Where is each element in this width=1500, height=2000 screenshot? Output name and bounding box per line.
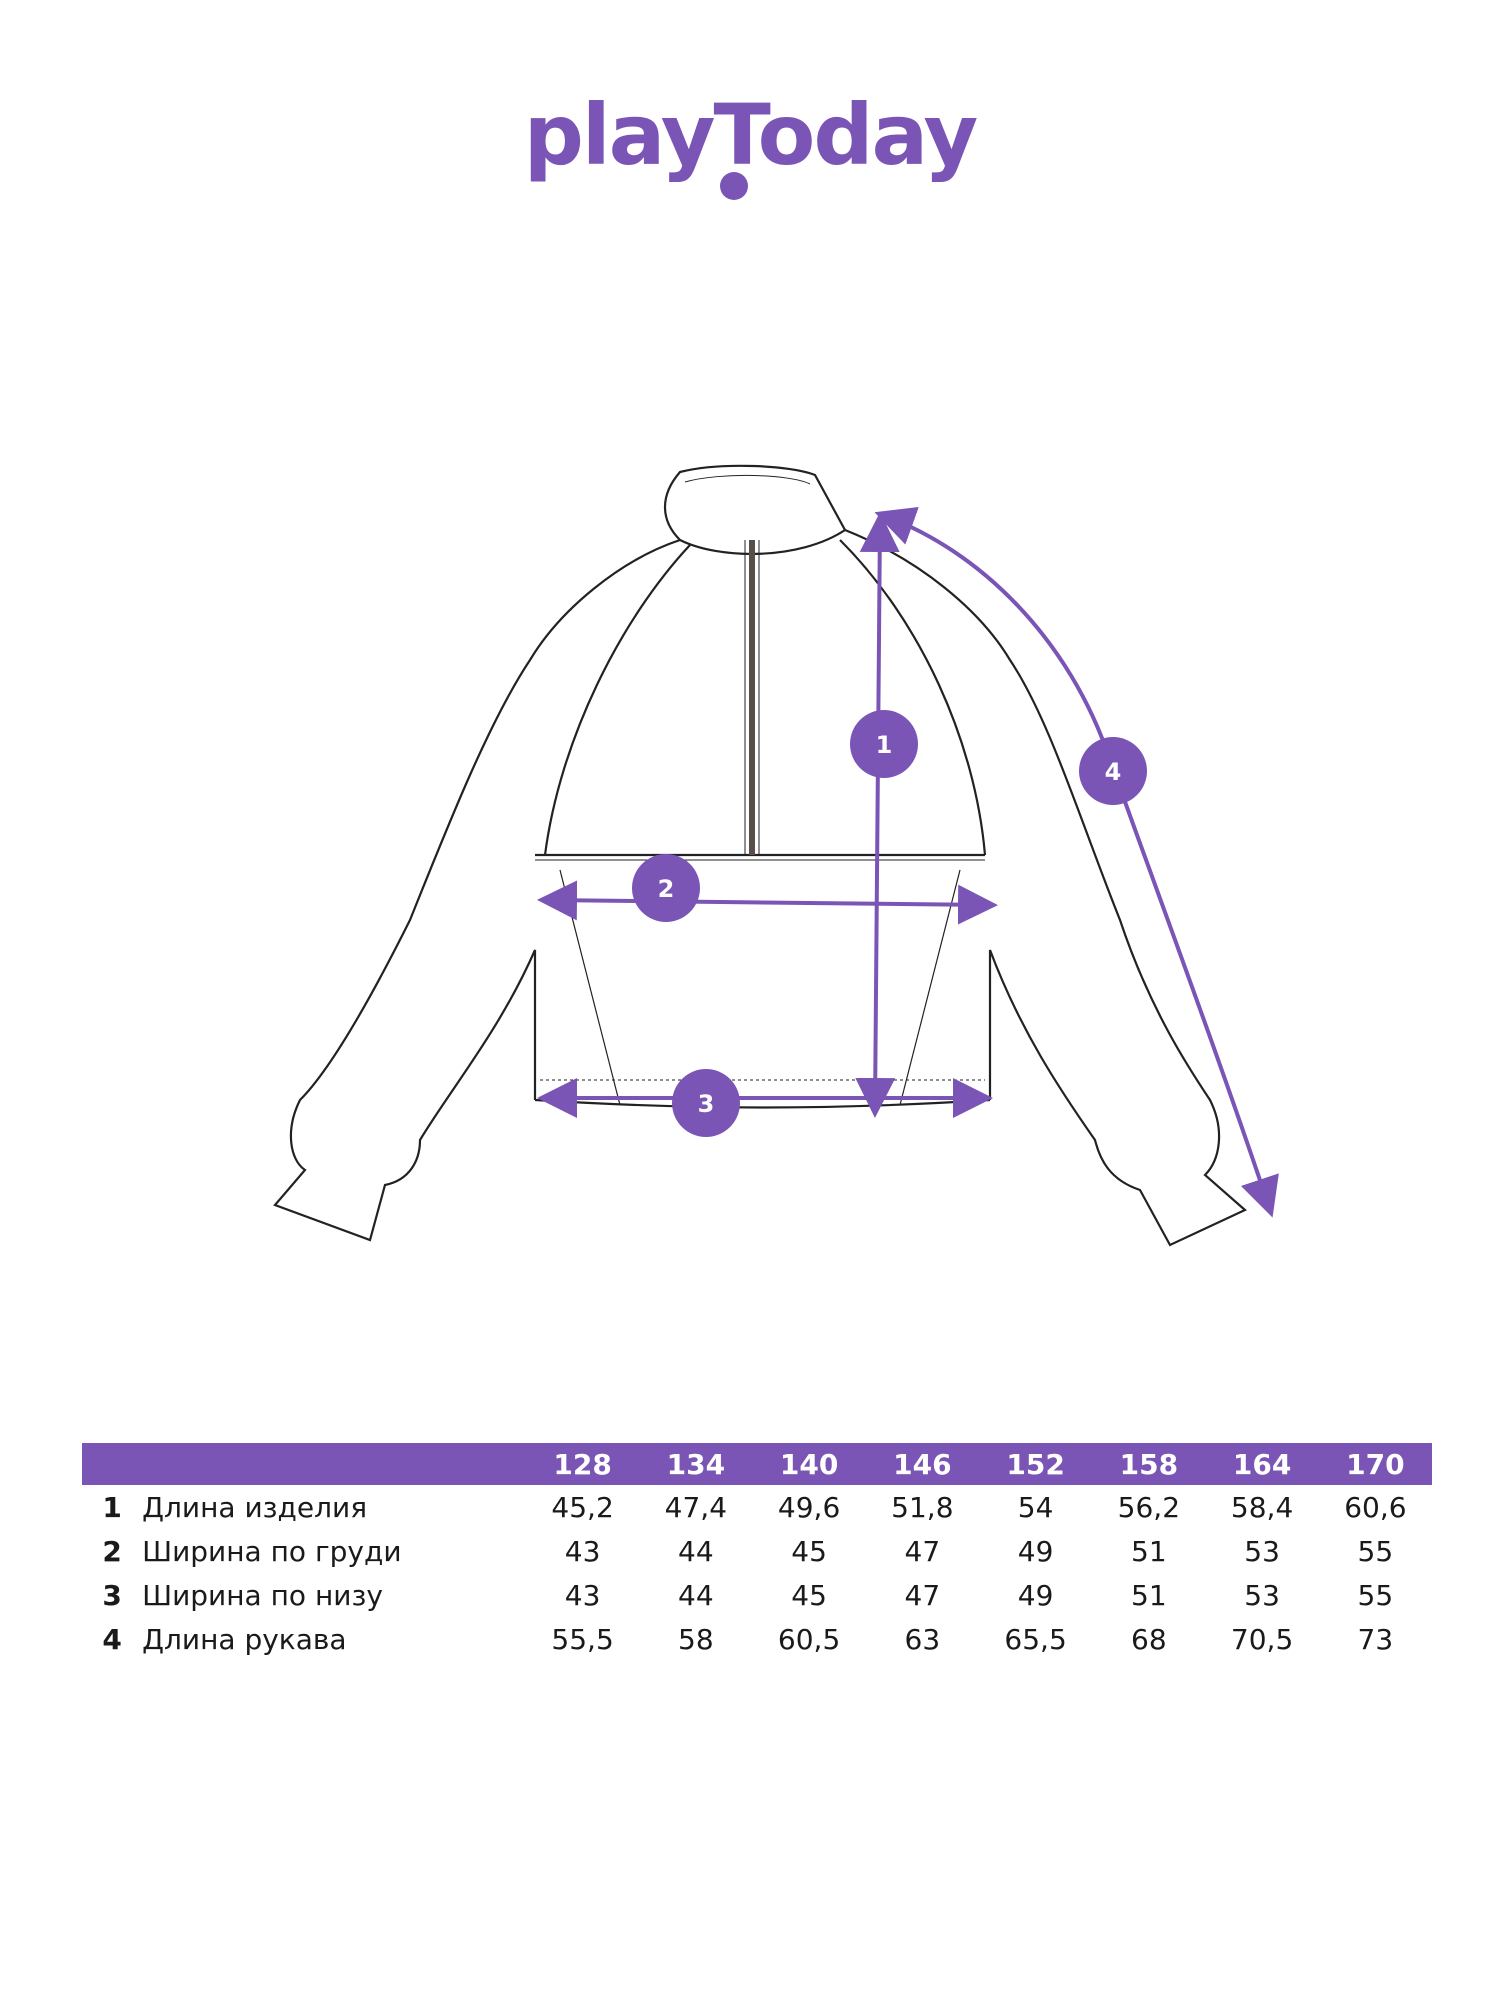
- table-cell: 49: [1017, 1578, 1054, 1612]
- table-cell: 45,2: [551, 1490, 614, 1524]
- table-cell: 45: [791, 1534, 827, 1568]
- table-cell: 53: [1244, 1578, 1280, 1612]
- table-cell: 56,2: [1117, 1490, 1181, 1524]
- measurement-marker-3: 3: [672, 1069, 740, 1137]
- table-cell: 54: [1017, 1490, 1054, 1524]
- row-label: Длина изделия: [142, 1490, 368, 1524]
- size-col-158: 158: [1119, 1447, 1179, 1481]
- row-label: Длина рукава: [142, 1622, 347, 1656]
- size-col-170: 170: [1346, 1447, 1405, 1481]
- size-col-152: 152: [1006, 1447, 1065, 1481]
- table-cell: 43: [564, 1578, 601, 1612]
- measurement-marker-2: 2: [632, 854, 700, 922]
- brand-logo-dot: [720, 172, 748, 200]
- table-cell: 65,5: [1004, 1622, 1067, 1656]
- size-table: 128 134 140 146 152 158 164 170 1 Длина …: [82, 1443, 1432, 1661]
- table-cell: 51: [1131, 1534, 1167, 1568]
- table-cell: 44: [678, 1534, 714, 1568]
- measurement-marker-1: 1: [850, 710, 918, 778]
- row-number: 3: [102, 1578, 122, 1612]
- table-cell: 51,8: [891, 1490, 954, 1524]
- table-cell: 49,6: [777, 1490, 841, 1524]
- row-label: Ширина по груди: [142, 1534, 402, 1568]
- table-cell: 44: [678, 1578, 714, 1612]
- table-cell: 49: [1017, 1534, 1054, 1568]
- table-cell: 60,5: [777, 1622, 841, 1656]
- size-col-128: 128: [553, 1447, 612, 1481]
- size-col-140: 140: [779, 1447, 839, 1481]
- row-number: 2: [102, 1534, 122, 1568]
- marker-4-label: 4: [1105, 758, 1122, 786]
- table-cell: 58,4: [1230, 1490, 1294, 1524]
- row-number: 4: [102, 1622, 122, 1656]
- table-cell: 53: [1244, 1534, 1280, 1568]
- marker-1-label: 1: [876, 731, 893, 759]
- table-row: 4 Длина рукава 55,5 58 60,5 63 65,5 68 7…: [82, 1617, 1432, 1661]
- row-number: 1: [102, 1490, 122, 1524]
- brand-logo: playToday: [0, 80, 1500, 220]
- size-col-146: 146: [893, 1447, 952, 1481]
- size-header-row: 128 134 140 146 152 158 164 170: [82, 1443, 1432, 1485]
- table-cell: 58: [678, 1622, 714, 1656]
- row-label: Ширина по низу: [142, 1578, 383, 1612]
- garment-outline: [273, 464, 1247, 1247]
- table-cell: 70,5: [1230, 1622, 1294, 1656]
- table-row: 1 Длина изделия 45,2 47,4 49,6 51,8 54 5…: [82, 1485, 1432, 1529]
- table-cell: 68: [1131, 1622, 1167, 1656]
- size-col-134: 134: [666, 1447, 726, 1481]
- table-cell: 47,4: [664, 1490, 728, 1524]
- header-num-cell: [82, 1443, 142, 1485]
- table-cell: 63: [904, 1622, 941, 1656]
- size-col-164: 164: [1232, 1447, 1292, 1481]
- table-cell: 43: [564, 1534, 601, 1568]
- measurement-marker-4: 4: [1079, 737, 1147, 805]
- marker-2-label: 2: [658, 875, 675, 903]
- table-cell: 47: [904, 1534, 941, 1568]
- marker-3-label: 3: [698, 1090, 715, 1118]
- table-cell: 45: [791, 1578, 827, 1612]
- header-label-cell: [142, 1443, 526, 1485]
- table-row: 2 Ширина по груди 43 44 45 47 49 51 53 5…: [82, 1529, 1432, 1573]
- table-cell: 55,5: [551, 1622, 614, 1656]
- table-cell: 73: [1357, 1622, 1394, 1656]
- table-row: 3 Ширина по низу 43 44 45 47 49 51 53 55: [82, 1573, 1432, 1617]
- table-cell: 51: [1131, 1578, 1167, 1612]
- table-cell: 47: [904, 1578, 941, 1612]
- table-cell: 55: [1357, 1534, 1394, 1568]
- brand-wordmark: playToday: [523, 86, 979, 184]
- table-cell: 60,6: [1344, 1490, 1407, 1524]
- table-cell: 55: [1357, 1578, 1394, 1612]
- garment-diagram: 1 2 3 4: [273, 464, 1279, 1247]
